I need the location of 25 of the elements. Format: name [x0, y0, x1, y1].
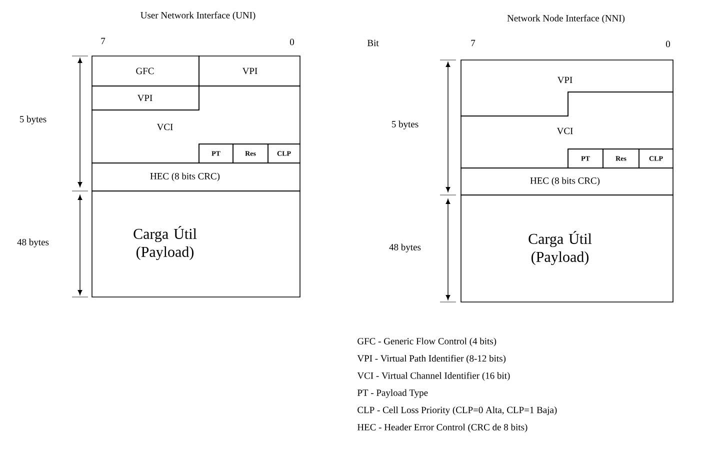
bit-label: 7 — [101, 38, 106, 44]
field-box: VPI — [460, 60, 674, 116]
legend-entry: GFC - Generic Flow Control (4 bits) — [358, 338, 496, 346]
field-box: VPI — [92, 86, 200, 110]
field-box: Carga Útil (Payload) — [92, 190, 300, 298]
bit-label: 0 — [666, 40, 670, 48]
size-label: 5 bytes — [20, 116, 46, 124]
bit-label: 0 — [290, 38, 294, 46]
field-box: HEC (8 bits CRC) — [92, 162, 300, 192]
field-box: HEC (8 bits CRC) — [460, 168, 674, 196]
size-label: 48 bytes — [389, 244, 421, 252]
field-box: VPI — [198, 56, 300, 86]
bit-label: 7 — [471, 40, 476, 46]
legend-entry: HEC - Header Error Control (CRC de 8 bits) — [357, 424, 528, 432]
caption-text: Network Node Interface (NNI) — [507, 14, 625, 24]
size-label: 5 bytes — [392, 120, 418, 130]
legend-entry: CLP - Cell Loss Priority (CLP=0 Alta, CLP=1 Baja) — [358, 406, 557, 416]
bit-label: Bit — [367, 40, 379, 46]
field-box: GFC — [92, 56, 200, 86]
size-label: 48 bytes — [17, 238, 49, 248]
caption-text: User Network Interface (UNI) — [140, 12, 256, 20]
legend-entry: PT - Payload Type — [357, 389, 428, 398]
legend-entry: VPI - Virtual Path Identifier (8-12 bits) — [357, 354, 506, 364]
field-box: Carga Útil (Payload) — [460, 194, 674, 302]
legend-entry: VCI - Virtual Channel Identifier (16 bit) — [357, 372, 510, 381]
